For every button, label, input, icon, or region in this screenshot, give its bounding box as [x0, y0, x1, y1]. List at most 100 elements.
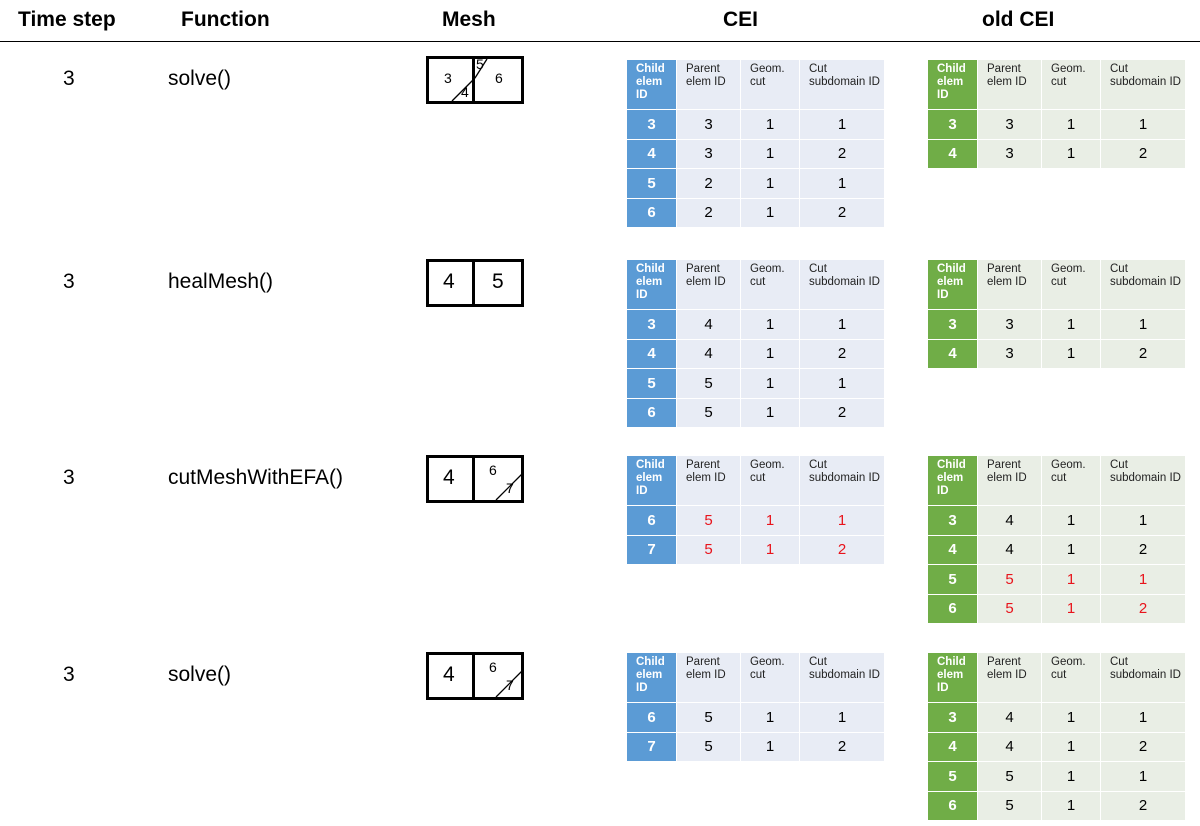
mesh-element-right	[475, 652, 524, 700]
cell-cut-subdomain-id: 2	[800, 398, 885, 428]
time-step: 3	[63, 270, 75, 293]
cell-cut-subdomain-id: 2	[1101, 139, 1186, 169]
cell-parent-elem-id: 5	[677, 506, 741, 536]
cell-cut-subdomain-id: 2	[1101, 594, 1186, 624]
cell-child-elem-id: 5	[627, 369, 677, 399]
cell-child-elem-id: 3	[928, 310, 978, 340]
function-name: cutMeshWithEFA()	[168, 466, 344, 489]
mesh-label: 6	[489, 462, 497, 478]
cell-geom-cut: 1	[741, 535, 800, 565]
column-header-cut-subdomain-id: Cut subdomain ID	[800, 456, 885, 506]
function-name: healMesh()	[168, 270, 274, 293]
cell-cut-subdomain-id: 2	[1101, 791, 1186, 821]
cell-parent-elem-id: 5	[978, 565, 1042, 595]
mesh-element-left	[426, 455, 475, 503]
cell-geom-cut: 1	[1042, 791, 1101, 821]
column-header-cut-subdomain-id: Cut subdomain ID	[800, 260, 885, 310]
cell-geom-cut: 1	[1042, 506, 1101, 536]
cell-child-elem-id: 4	[928, 732, 978, 762]
column-header-cut-subdomain-id: Cut subdomain ID	[1101, 653, 1186, 703]
cell-child-elem-id: 7	[627, 732, 677, 762]
cell-child-elem-id: 3	[627, 310, 677, 340]
cell-cut-subdomain-id: 1	[800, 110, 885, 140]
cell-cut-subdomain-id: 2	[1101, 339, 1186, 369]
column-header-parent-elem-id: Parent elem ID	[978, 260, 1042, 310]
column-header-cut-subdomain-id: Cut subdomain ID	[1101, 456, 1186, 506]
cell-child-elem-id: 6	[627, 506, 677, 536]
mesh-element-left	[426, 259, 475, 307]
header-time-step: Time step	[18, 8, 116, 31]
column-header-child-elem-id: Child elem ID	[928, 260, 978, 310]
mesh-diagram: 4 6 7	[426, 652, 524, 700]
cut-line	[495, 473, 523, 501]
cell-cut-subdomain-id: 2	[800, 535, 885, 565]
cell-parent-elem-id: 4	[978, 535, 1042, 565]
cell-cut-subdomain-id: 1	[800, 506, 885, 536]
cell-parent-elem-id: 2	[677, 169, 741, 199]
cell-parent-elem-id: 4	[677, 339, 741, 369]
column-header-child-elem-id: Child elem ID	[928, 60, 978, 110]
cell-geom-cut: 1	[741, 198, 800, 228]
column-header-geom-cut: Geom. cut	[1042, 260, 1101, 310]
column-header-child-elem-id: Child elem ID	[627, 260, 677, 310]
cell-geom-cut: 1	[1042, 310, 1101, 340]
column-header-child-elem-id: Child elem ID	[627, 653, 677, 703]
mesh-label: 7	[506, 677, 514, 693]
cell-child-elem-id: 3	[627, 110, 677, 140]
mesh-label: 4	[443, 270, 455, 293]
column-header-parent-elem-id: Parent elem ID	[978, 653, 1042, 703]
cell-cut-subdomain-id: 1	[1101, 506, 1186, 536]
cell-geom-cut: 1	[1042, 139, 1101, 169]
cell-child-elem-id: 6	[928, 791, 978, 821]
cell-parent-elem-id: 3	[978, 339, 1042, 369]
column-header-child-elem-id: Child elem ID	[627, 456, 677, 506]
column-header-parent-elem-id: Parent elem ID	[677, 260, 741, 310]
cell-cut-subdomain-id: 1	[800, 703, 885, 733]
header-mesh: Mesh	[442, 8, 496, 31]
cell-cut-subdomain-id: 2	[800, 732, 885, 762]
mesh-element-right	[475, 259, 524, 307]
cell-geom-cut: 1	[1042, 339, 1101, 369]
cell-child-elem-id: 6	[627, 398, 677, 428]
cell-cut-subdomain-id: 2	[800, 339, 885, 369]
cell-child-elem-id: 4	[627, 339, 677, 369]
cell-geom-cut: 1	[741, 732, 800, 762]
cell-parent-elem-id: 3	[677, 139, 741, 169]
cell-parent-elem-id: 3	[978, 110, 1042, 140]
column-header-child-elem-id: Child elem ID	[928, 653, 978, 703]
cell-parent-elem-id: 5	[677, 703, 741, 733]
cell-cut-subdomain-id: 1	[1101, 565, 1186, 595]
mesh-label: 5	[476, 56, 484, 72]
cell-geom-cut: 1	[1042, 535, 1101, 565]
cell-parent-elem-id: 3	[677, 110, 741, 140]
cell-child-elem-id: 7	[627, 535, 677, 565]
time-step: 3	[63, 466, 75, 489]
cell-child-elem-id: 6	[627, 198, 677, 228]
mesh-label: 4	[443, 663, 455, 686]
cell-cut-subdomain-id: 1	[800, 169, 885, 199]
column-header-child-elem-id: Child elem ID	[627, 60, 677, 110]
mesh-label: 6	[489, 659, 497, 675]
column-header-geom-cut: Geom. cut	[741, 653, 800, 703]
cell-parent-elem-id: 4	[978, 732, 1042, 762]
column-header-geom-cut: Geom. cut	[741, 60, 800, 110]
